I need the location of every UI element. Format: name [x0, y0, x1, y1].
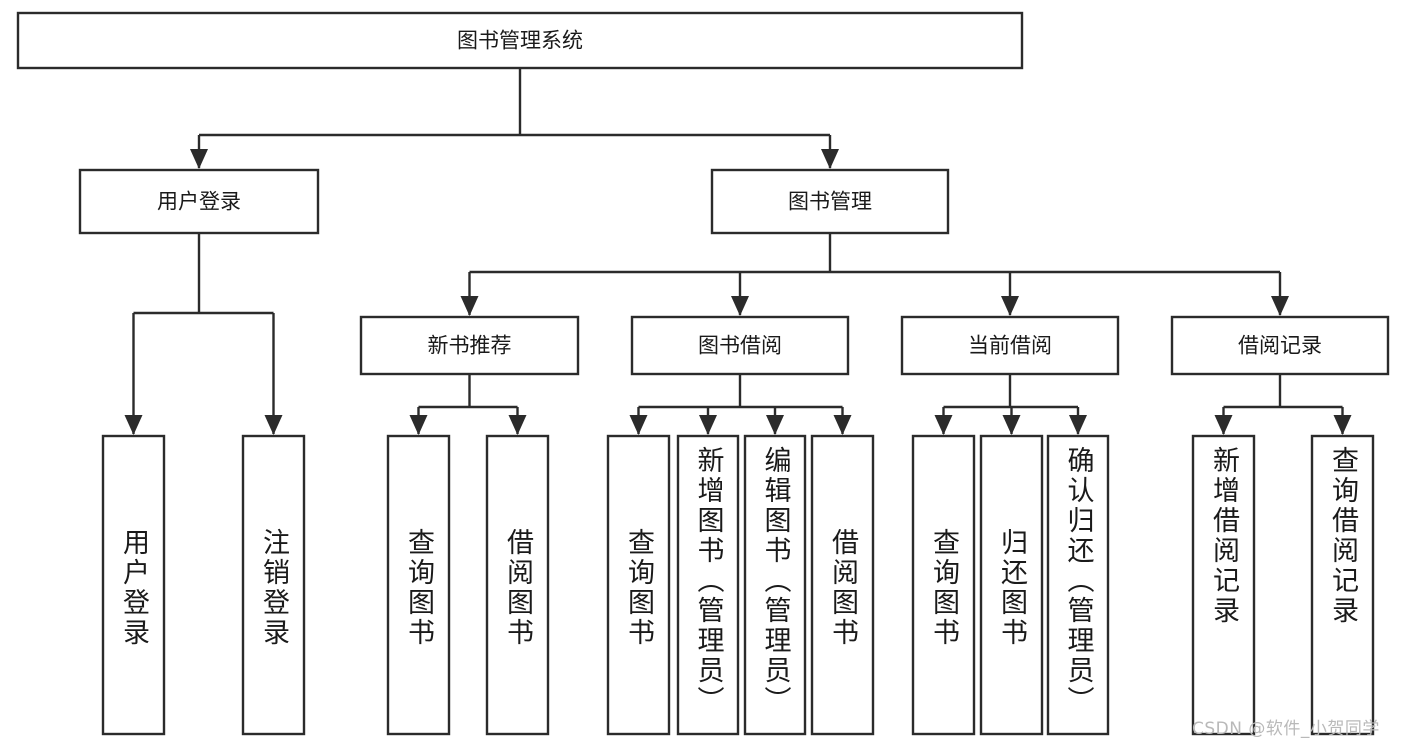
- arrow-icon-borrow-record: [1271, 296, 1289, 316]
- node-box-leaf-add-record[interactable]: [1191, 434, 1256, 736]
- arrow-icon-user-login: [190, 149, 208, 169]
- node-box-user-login[interactable]: [78, 168, 320, 235]
- node-box-leaf-borrow-book-2[interactable]: [810, 434, 875, 736]
- node-label-borrow-record: 借阅记录: [1238, 334, 1322, 358]
- node-box-leaf-edit-book[interactable]: [743, 434, 807, 736]
- node-box-root[interactable]: [16, 11, 1024, 70]
- arrow-icon-book-borrow: [731, 296, 749, 316]
- node-label-book-borrow: 图书借阅: [698, 334, 782, 358]
- arrow-icon-leaf-edit-book: [766, 415, 784, 435]
- node-box-leaf-query-record[interactable]: [1310, 434, 1375, 736]
- arrow-icon-new-book-recommend: [460, 296, 479, 316]
- node-label-root: 图书管理系统: [457, 29, 583, 53]
- arrow-icon-leaf-add-record: [1214, 415, 1233, 435]
- arrow-icon-leaf-query-record: [1333, 415, 1352, 435]
- connector-layer: [124, 68, 1352, 435]
- arrow-icon-leaf-borrow-book-1: [508, 415, 527, 435]
- arrow-icon-leaf-add-book: [699, 415, 717, 435]
- box-layer: [16, 11, 1390, 736]
- arrow-icon-book-management: [821, 149, 839, 169]
- node-box-leaf-query-book-2[interactable]: [606, 434, 671, 736]
- node-box-book-borrow[interactable]: [630, 315, 850, 376]
- node-box-leaf-add-book[interactable]: [676, 434, 740, 736]
- node-label-book-management: 图书管理: [788, 190, 872, 214]
- csdn-watermark: CSDN @软件_小贺同学: [1192, 719, 1380, 739]
- node-box-leaf-return-book[interactable]: [979, 434, 1044, 736]
- arrow-icon-leaf-return-book: [1002, 415, 1021, 435]
- arrow-icon-current-borrow: [1001, 296, 1019, 316]
- node-box-leaf-query-book-1[interactable]: [386, 434, 451, 736]
- node-label-user-login: 用户登录: [157, 190, 241, 214]
- arrow-icon-leaf-query-book-2: [629, 415, 648, 435]
- arrow-icon-leaf-logout: [264, 415, 283, 435]
- node-box-leaf-query-book-3[interactable]: [911, 434, 976, 736]
- arrow-icon-leaf-user-login: [124, 415, 143, 435]
- node-box-leaf-user-login[interactable]: [101, 434, 166, 736]
- arrow-icon-leaf-query-book-1: [409, 415, 428, 435]
- arrow-icon-leaf-query-book-3: [934, 415, 953, 435]
- node-box-new-book-recommend[interactable]: [359, 315, 580, 376]
- node-box-current-borrow[interactable]: [900, 315, 1120, 376]
- arrow-icon-leaf-confirm-return: [1069, 415, 1087, 435]
- node-box-leaf-confirm-return[interactable]: [1046, 434, 1110, 736]
- node-box-leaf-logout[interactable]: [241, 434, 306, 736]
- node-box-borrow-record[interactable]: [1170, 315, 1390, 376]
- node-box-book-management[interactable]: [710, 168, 950, 235]
- arrow-icon-leaf-borrow-book-2: [833, 415, 852, 435]
- node-label-current-borrow: 当前借阅: [968, 334, 1052, 358]
- node-label-new-book-recommend: 新书推荐: [428, 334, 512, 358]
- node-box-leaf-borrow-book-1[interactable]: [485, 434, 550, 736]
